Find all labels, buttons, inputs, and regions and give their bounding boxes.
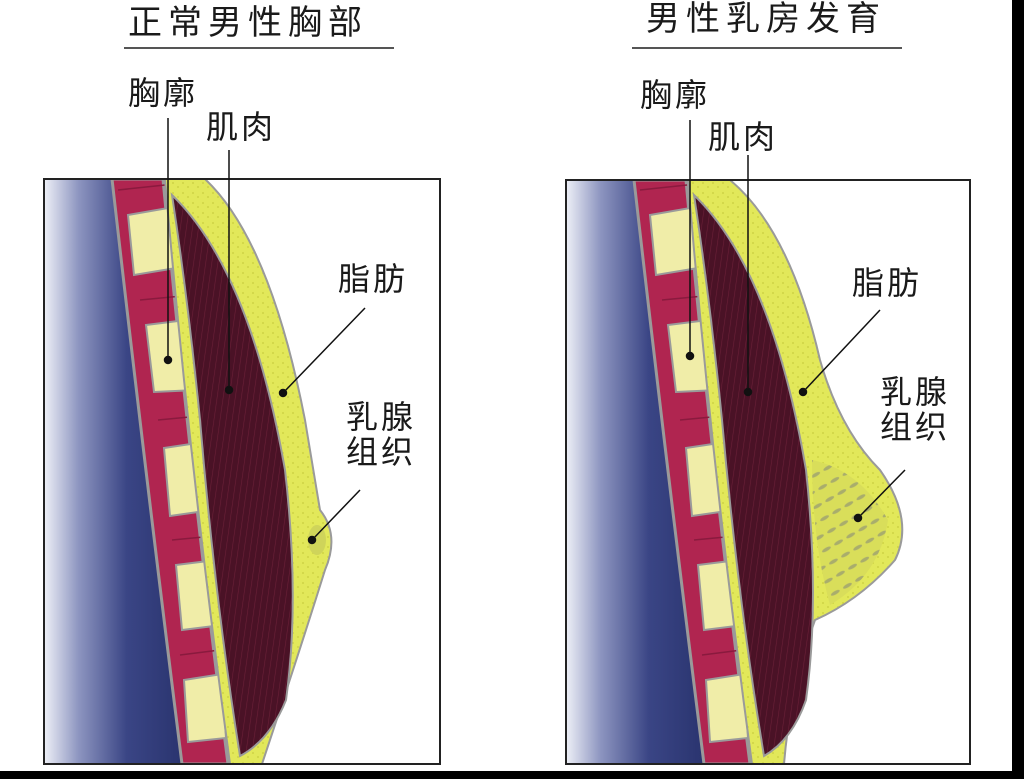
label-gland-gyno: 乳腺组织 xyxy=(880,373,951,447)
gyno-body-trunk xyxy=(566,180,704,764)
label-ribcage-normal: 胸廓 xyxy=(128,74,199,112)
label-muscle-normal: 肌肉 xyxy=(206,108,277,146)
normal-gland-tissue xyxy=(308,525,326,555)
normal-leader-lines xyxy=(163,118,366,545)
gyno-muscle xyxy=(692,192,814,758)
panel-title-normal: 正常男性胸部 xyxy=(128,3,368,43)
label-muscle-gyno: 肌肉 xyxy=(708,118,779,156)
label-fat-normal: 脂肪 xyxy=(338,260,409,298)
label-ribcage-gyno: 胸廓 xyxy=(640,76,711,114)
bottom-black-border xyxy=(0,771,1024,779)
right-black-border xyxy=(1012,0,1024,779)
label-gland-normal: 乳腺组织 xyxy=(346,398,417,472)
normal-body-trunk xyxy=(44,179,182,764)
gyno-gland-tissue xyxy=(812,460,888,605)
gyno-leader-lines xyxy=(685,120,906,523)
title-underline-normal xyxy=(124,47,394,49)
normal-muscle xyxy=(170,192,294,758)
panel-title-gynecomastia: 男性乳房发育 xyxy=(646,0,886,39)
gyno-anatomy-layers xyxy=(566,180,970,764)
title-underline-gynecomastia xyxy=(632,47,902,49)
normal-anatomy-layers xyxy=(44,179,440,764)
label-fat-gyno: 脂肪 xyxy=(852,264,923,302)
